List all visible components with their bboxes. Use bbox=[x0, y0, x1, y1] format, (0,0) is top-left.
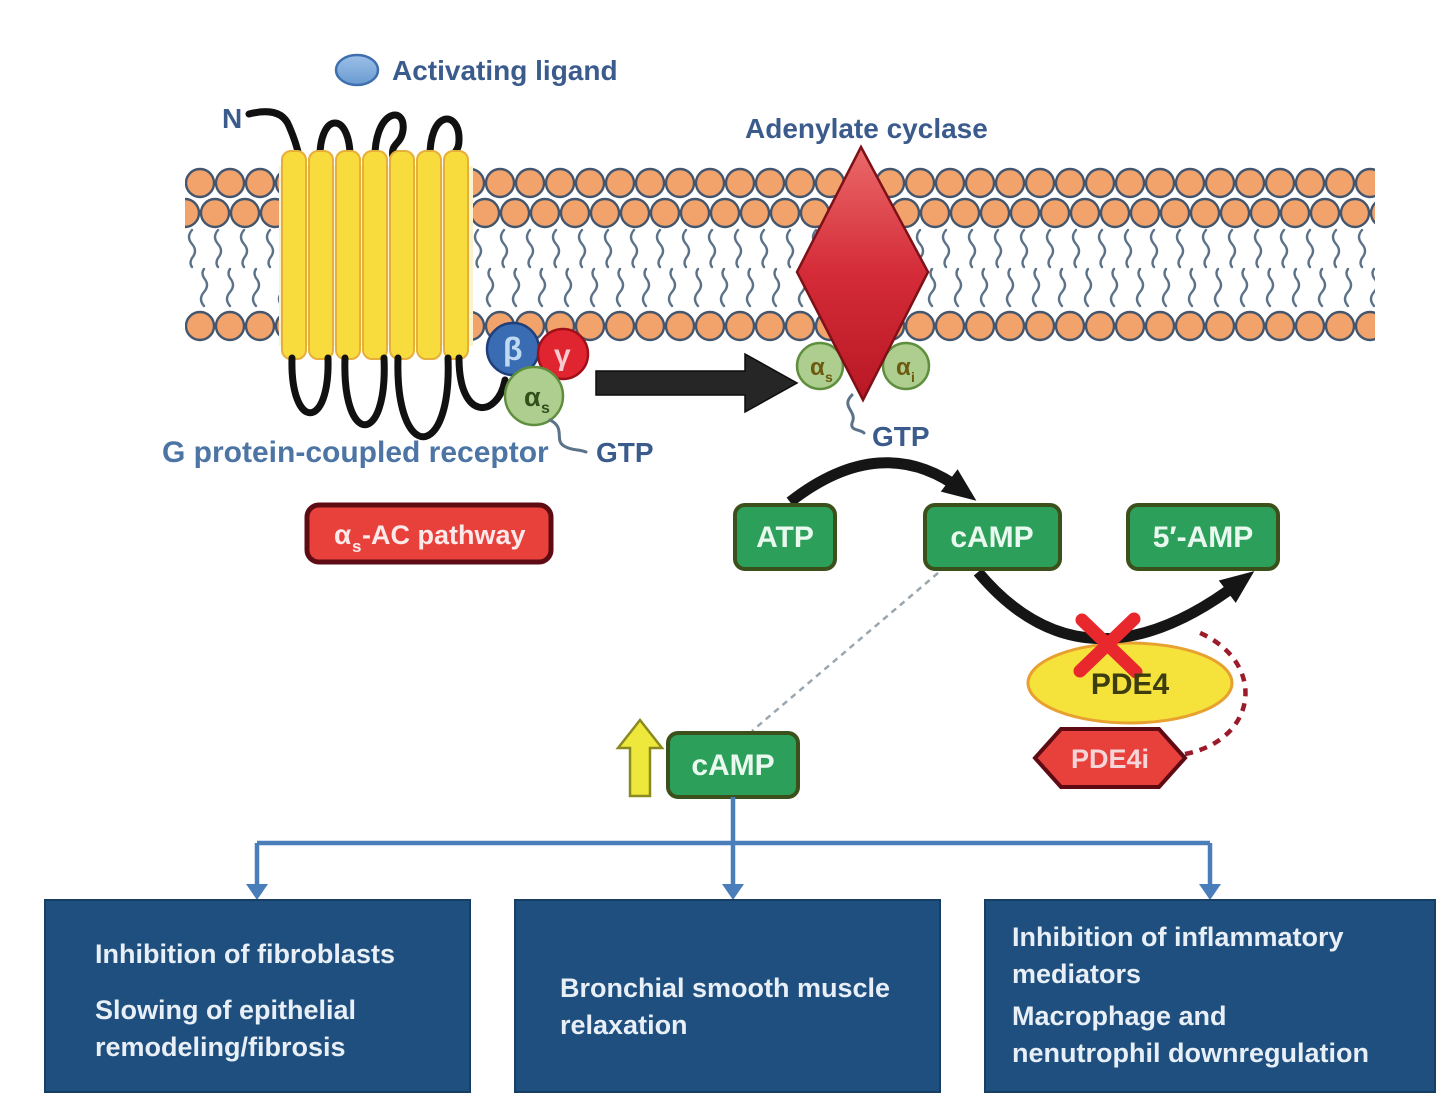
atp-label: ATP bbox=[756, 521, 814, 554]
gtp-right-label: GTP bbox=[872, 421, 930, 452]
extracellular-loop bbox=[371, 111, 407, 166]
connector-arrowhead bbox=[722, 884, 744, 900]
adenylate-cyclase-shape bbox=[795, 144, 930, 403]
outcome-line: Slowing of epithelial bbox=[95, 995, 356, 1025]
badge-sub: s bbox=[352, 537, 361, 556]
extracellular-loop bbox=[316, 119, 354, 166]
outcome-line: Macrophage and bbox=[1012, 1001, 1227, 1031]
badge-alpha: α bbox=[334, 519, 351, 550]
outcome-box-inflammatory: Inhibition of inflammatory mediators Mac… bbox=[984, 899, 1436, 1093]
five-amp-box: 5′-AMP bbox=[1126, 503, 1280, 571]
connector-arrowhead bbox=[1199, 884, 1221, 900]
atp-to-camp-arrow bbox=[786, 457, 977, 507]
beta-text: β bbox=[503, 331, 523, 367]
n-terminus-chain bbox=[245, 108, 303, 160]
alpha-s-sub: s bbox=[541, 400, 550, 417]
camp-to-amp-arrow bbox=[973, 568, 1255, 645]
gpcr-label: G protein-coupled receptor bbox=[162, 436, 549, 469]
alpha-s-text: α bbox=[524, 382, 541, 412]
outcome-line: Inhibition of inflammatory bbox=[1012, 922, 1344, 952]
alpha-i-subunit bbox=[881, 341, 931, 391]
outcome-line: mediators bbox=[1012, 959, 1141, 989]
outcome-line: Inhibition of fibroblasts bbox=[95, 939, 395, 969]
camp-label: cAMP bbox=[950, 521, 1033, 554]
activating-ligand-icon bbox=[334, 53, 380, 87]
atp-box: ATP bbox=[733, 503, 837, 571]
outcome-connectors bbox=[254, 797, 1213, 884]
alpha-s-subunit bbox=[795, 341, 845, 391]
outcome-box-fibroblasts: Inhibition of fibroblasts Slowing of epi… bbox=[44, 899, 471, 1093]
ac-coupled-g-alpha-subunits: α s α i bbox=[795, 341, 931, 391]
camp-box: cAMP bbox=[923, 503, 1062, 571]
pde4i-label: PDE4i bbox=[1071, 744, 1149, 774]
outcome-line: relaxation bbox=[560, 1010, 688, 1040]
intracellular-loop bbox=[394, 354, 452, 441]
badge-rest: -AC pathway bbox=[362, 520, 526, 550]
gtp-linker-right bbox=[846, 393, 866, 435]
n-terminus-label: N bbox=[222, 103, 242, 134]
adenylate-cyclase-label: Adenylate cyclase bbox=[745, 113, 988, 144]
inhibition-x-icon bbox=[1073, 612, 1143, 679]
alpha-s-subunit bbox=[503, 365, 565, 427]
connector-arrowhead bbox=[246, 884, 268, 900]
gamma-subunit bbox=[536, 327, 590, 381]
pde4-label: PDE4 bbox=[1091, 668, 1170, 701]
transmembrane-helices bbox=[281, 150, 469, 360]
alpha-i-sub: i bbox=[911, 369, 915, 385]
alpha-s-sub: s bbox=[825, 369, 833, 385]
outcome-box-bronchial: Bronchial smooth muscle relaxation bbox=[514, 899, 941, 1093]
intracellular-loop bbox=[288, 354, 332, 417]
gamma-text: γ bbox=[554, 339, 571, 372]
outcome-line: nenutrophil downregulation bbox=[1012, 1038, 1369, 1068]
alpha-i-text: α bbox=[896, 354, 911, 381]
outcome-line: remodeling/fibrosis bbox=[95, 1032, 346, 1062]
gtp-left-label: GTP bbox=[596, 437, 654, 468]
camp-amplified-box: cAMP bbox=[666, 731, 800, 799]
camp-amplified-label: cAMP bbox=[691, 749, 774, 782]
five-amp-label: 5′-AMP bbox=[1153, 521, 1254, 554]
g-protein-coupled-receptor: N bbox=[222, 103, 509, 441]
alpha-s-ac-pathway-badge: α s -AC pathway bbox=[304, 502, 554, 565]
gtp-linker-left bbox=[548, 418, 588, 454]
increase-arrow-icon bbox=[615, 717, 665, 798]
translocation-arrow bbox=[595, 352, 799, 414]
outcome-line: Bronchial smooth muscle bbox=[560, 973, 890, 1003]
g-protein-trimer: β γ α s bbox=[485, 321, 590, 427]
intracellular-loop bbox=[341, 354, 388, 428]
alpha-s-text: α bbox=[810, 354, 825, 381]
c-terminal-tail bbox=[455, 354, 509, 411]
camp-amplification-link bbox=[751, 572, 939, 732]
activating-ligand-label: Activating ligand bbox=[392, 55, 618, 86]
pde4i-inhibitor: PDE4i bbox=[1032, 727, 1188, 789]
